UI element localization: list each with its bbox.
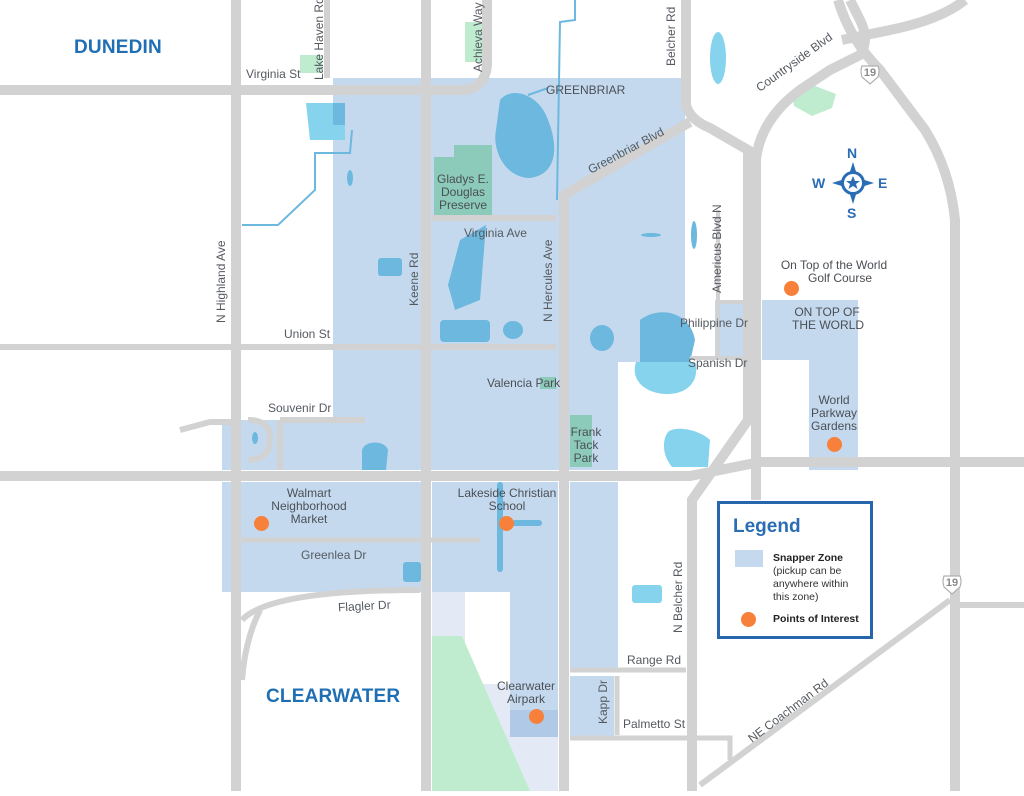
park-label-valencia-park: Valencia Park — [487, 376, 561, 390]
compass-west: W — [812, 175, 826, 191]
street-label-americus-blvd-n: Americus Blvd N — [710, 204, 724, 293]
legend-snapper-zone-text: Snapper Zone (pickup can be anywhere wit… — [773, 552, 848, 604]
label-line: Golf Course — [807, 271, 873, 285]
street-label-virginia-ave: Virginia Ave — [464, 226, 527, 240]
us-19-shield-icon: 19 — [859, 63, 881, 85]
green-spaces — [300, 22, 836, 116]
street-label-kapp-dr: Kapp Dr — [596, 679, 610, 724]
label-line: School — [488, 499, 526, 513]
compass-rose: N S W E — [812, 145, 896, 225]
label-line: Clearwater — [496, 679, 556, 693]
label-line: Frank — [570, 425, 602, 439]
compass-east: E — [878, 175, 888, 191]
poi-label-lakeside-christian-school: Lakeside Christian School — [452, 487, 562, 513]
street-label-keene-rd: Keene Rd — [407, 252, 421, 306]
shield-number: 19 — [945, 577, 959, 589]
neighborhood-label-greenbriar: GREENBRIAR — [546, 83, 626, 97]
label-line: Douglas — [440, 185, 486, 199]
street-label-belcher-rd: Belcher Rd — [664, 6, 678, 66]
street-label-spanish-dr: Spanish Dr — [688, 356, 748, 370]
label-line: On Top of the World — [780, 258, 888, 272]
poi-marker-world-parkway-gardens[interactable] — [827, 437, 842, 452]
neighborhood-label-on-top-of-the-world: ON TOP OF THE WORLD — [792, 305, 864, 332]
street-label-souvenir-dr: Souvenir Dr — [268, 401, 332, 415]
city-label-clearwater: CLEARWATER — [266, 686, 401, 707]
label-line: Park — [573, 451, 599, 465]
parks — [434, 145, 592, 467]
label-line: Preserve — [438, 198, 488, 212]
poi-label-on-top-of-the-world-golf-course: On Top of the World Golf Course — [778, 259, 890, 285]
street-label-range-rd: Range Rd — [627, 653, 682, 667]
compass-north: N — [847, 145, 858, 161]
snapper-zone-swatch-icon — [735, 550, 763, 567]
poi-dot-icon — [741, 612, 756, 627]
park-label-frank-tack-park: Frank Tack Park — [566, 426, 606, 465]
street-label-palmetto-st: Palmetto St — [623, 717, 686, 731]
street-label-greenlea-dr: Greenlea Dr — [301, 548, 367, 562]
street-label-virginia-st: Virginia St — [246, 67, 301, 81]
label-line: ON TOP OF — [794, 305, 860, 319]
label-line: Airpark — [506, 692, 545, 706]
street-label-achieva-way: Achieva Way — [471, 2, 485, 72]
shield-number: 19 — [863, 67, 877, 79]
legend-zone-desc: anywhere within — [773, 578, 849, 590]
legend-zone-desc: this zone) — [773, 591, 819, 603]
compass-star-icon — [832, 162, 874, 204]
poi-marker-lakeside-christian-school[interactable] — [499, 516, 514, 531]
label-line: Lakeside Christian — [457, 486, 557, 500]
street-label-philippine-dr: Philippine Dr — [680, 316, 749, 330]
legend-poi-label: Points of Interest — [773, 613, 859, 625]
poi-marker-clearwater-airpark[interactable] — [529, 709, 544, 724]
label-line: Parkway — [810, 406, 857, 420]
water-bodies — [252, 92, 697, 582]
city-label-dunedin: DUNEDIN — [74, 37, 162, 58]
street-label-lake-haven-rd: Lake Haven Rd — [312, 0, 326, 80]
street-label-n-highland-ave: N Highland Ave — [214, 240, 228, 324]
water-bodies-light — [632, 32, 726, 603]
poi-label-clearwater-airpark: Clearwater Airpark — [494, 680, 558, 706]
us-19-shield-icon: 19 — [941, 573, 963, 595]
poi-label-walmart-neighborhood-market: Walmart Neighborhood Market — [264, 487, 354, 526]
label-line: Tack — [573, 438, 599, 452]
poi-label-world-parkway-gardens: World Parkway Gardens — [808, 394, 860, 433]
label-line: Walmart — [286, 486, 332, 500]
legend-zone-desc: (pickup can be — [773, 565, 842, 577]
poi-marker-golf-course[interactable] — [784, 281, 799, 296]
poi-marker-walmart-neighborhood-market[interactable] — [254, 516, 269, 531]
label-line: Neighborhood — [271, 499, 347, 513]
map-legend: Legend Snapper Zone (pickup can be anywh… — [717, 501, 873, 639]
label-line: World — [818, 393, 850, 407]
label-line: THE WORLD — [792, 318, 864, 332]
street-label-n-hercules-ave: N Hercules Ave — [541, 239, 555, 322]
compass-south: S — [847, 205, 857, 221]
label-line: Gardens — [810, 419, 858, 433]
street-label-flagler-dr: Flagler Dr — [337, 597, 391, 615]
legend-zone-label: Snapper Zone — [773, 552, 844, 564]
label-line: Market — [290, 512, 328, 526]
street-label-n-belcher-rd: N Belcher Rd — [671, 561, 685, 633]
park-label-gladys-e-douglas-preserve: Gladys E. Douglas Preserve — [434, 173, 492, 212]
label-line: Gladys E. — [436, 172, 490, 186]
legend-title: Legend — [733, 516, 801, 537]
street-label-union-st: Union St — [284, 327, 331, 341]
